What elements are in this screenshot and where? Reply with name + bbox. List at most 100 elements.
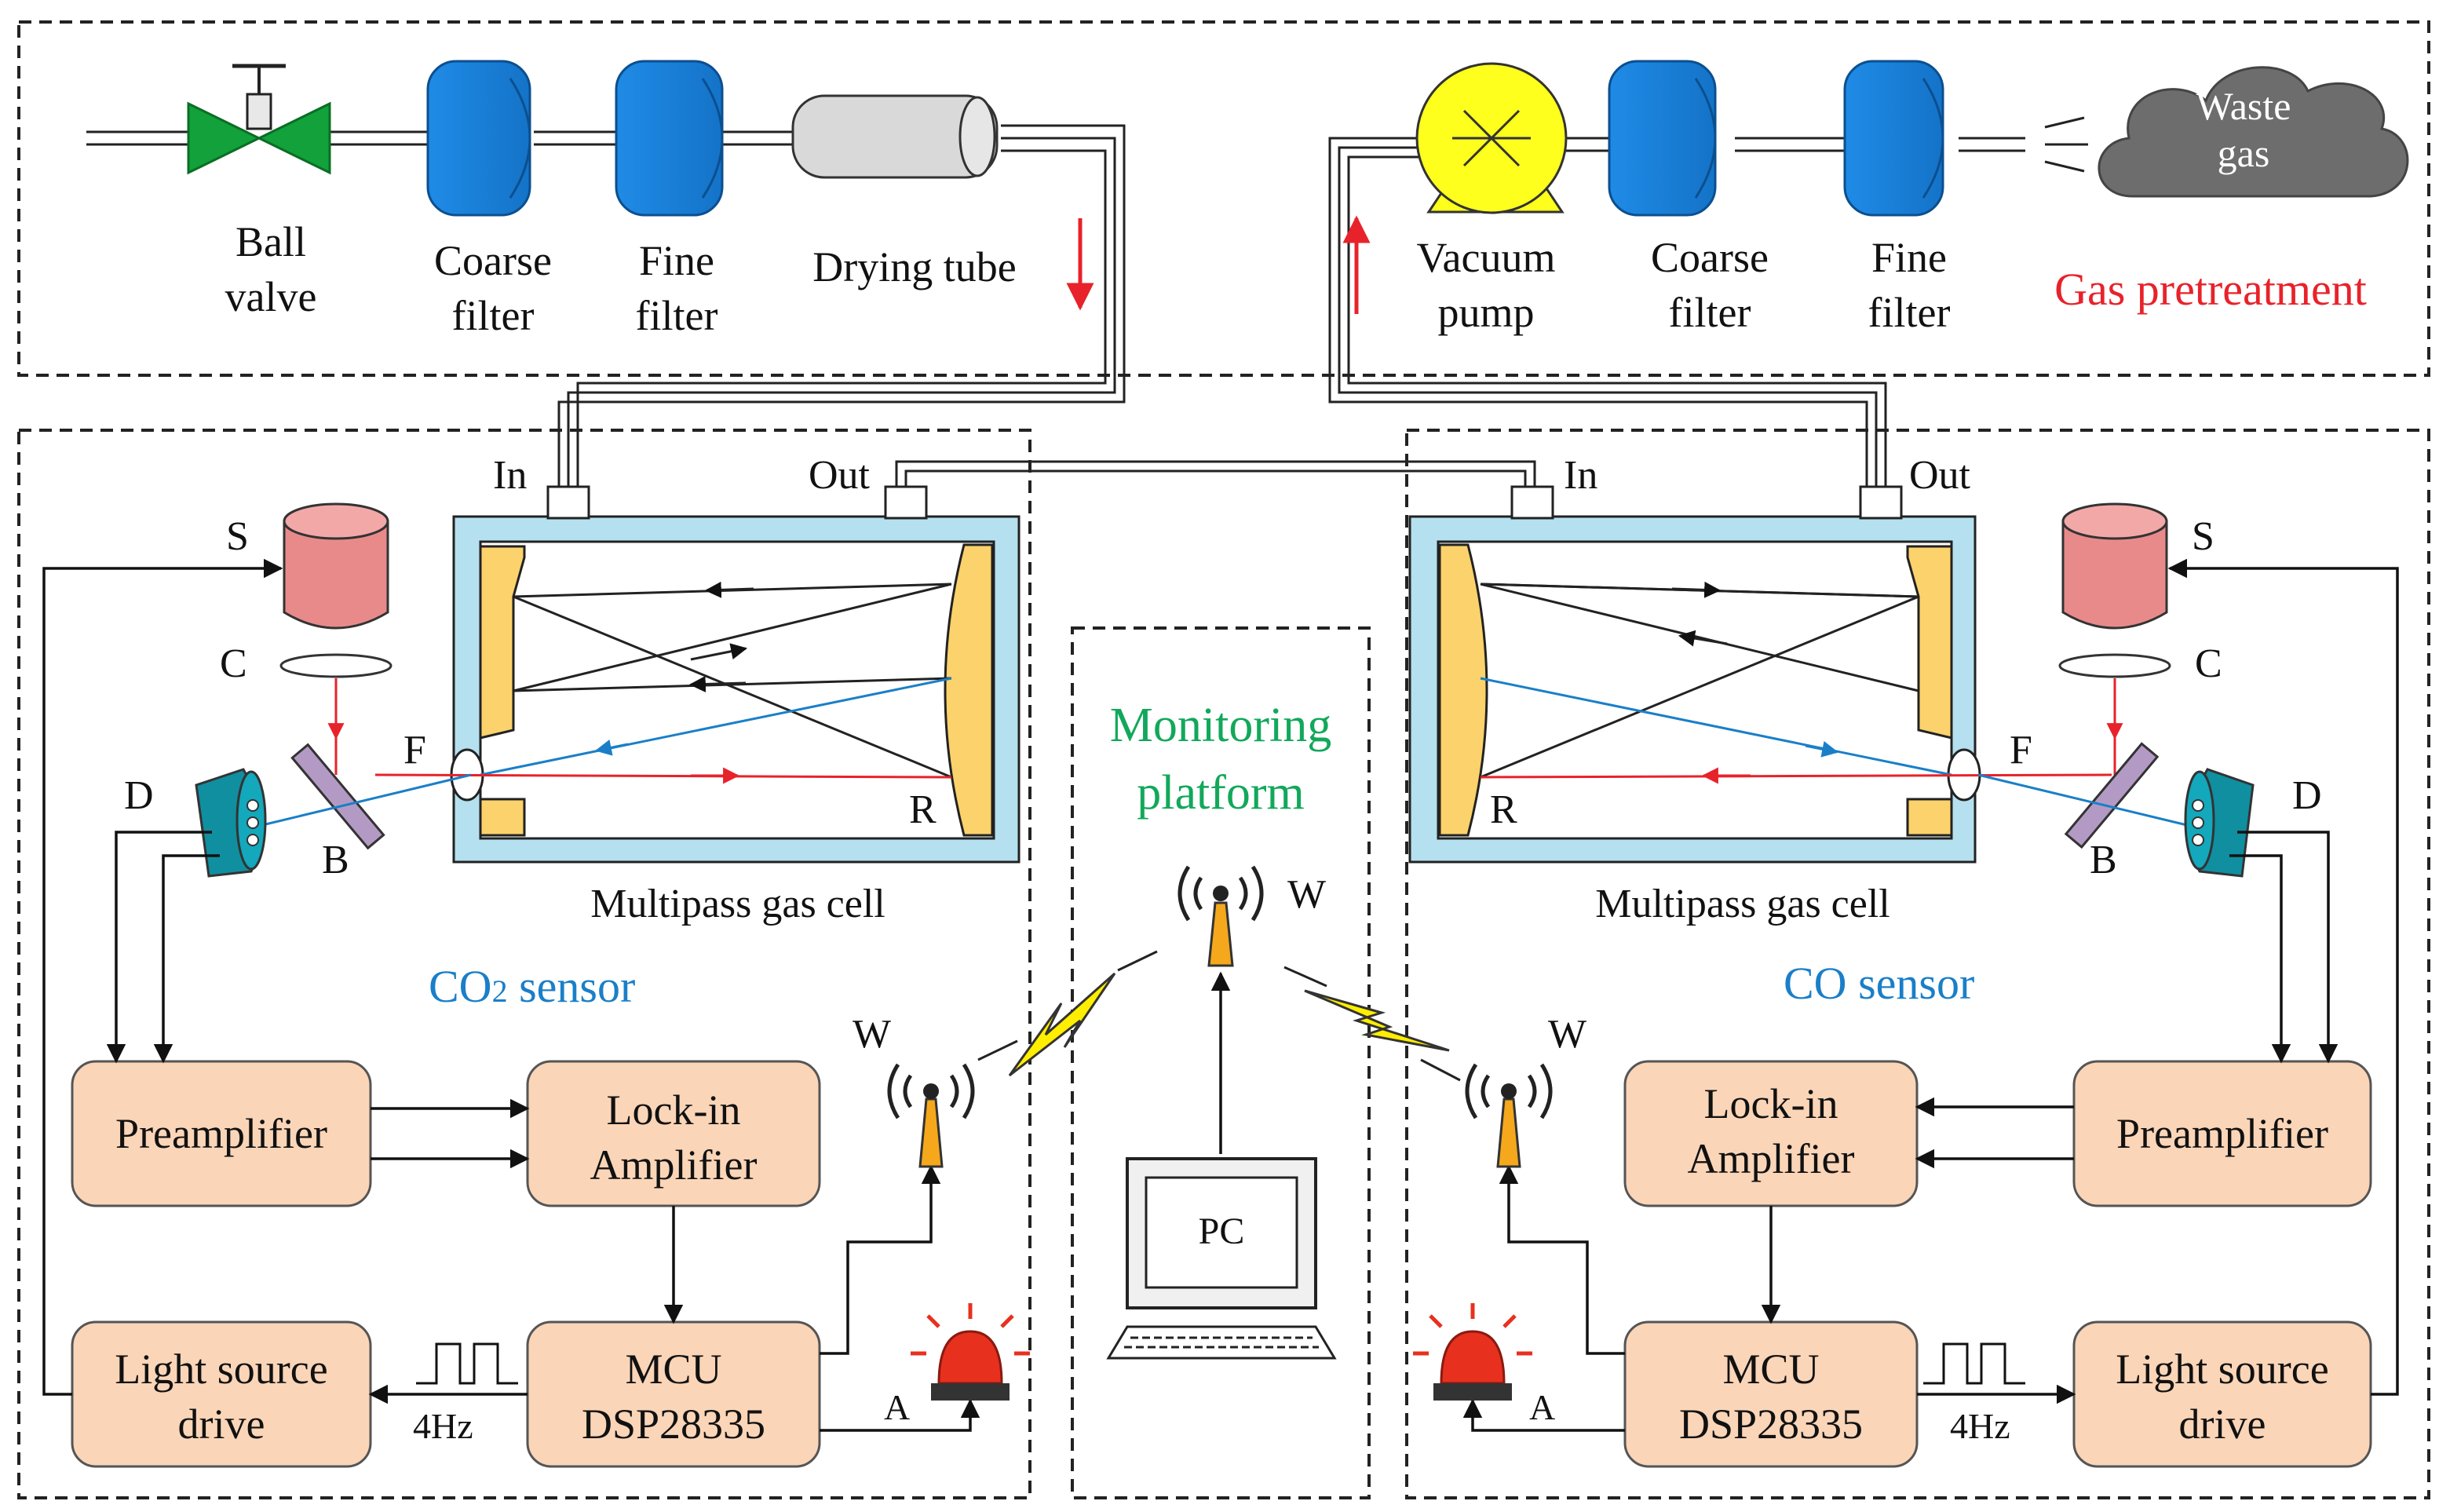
monitoring-wireless-label: W — [1287, 872, 1326, 917]
co-light-drive-block[interactable]: Light source drive — [2072, 1320, 2372, 1468]
co-preamplifier-block[interactable]: Preamplifier — [2072, 1060, 2372, 1207]
co-detector-icon[interactable] — [2184, 768, 2255, 878]
pc-label: PC — [1199, 1211, 1245, 1252]
co2-source-label: S — [226, 514, 249, 559]
vacuum-pump-label-2: pump — [1437, 289, 1534, 336]
co2-detector-icon[interactable] — [195, 768, 267, 878]
co-wireless-label: W — [1548, 1012, 1586, 1057]
co-wiring — [1462, 558, 2399, 1432]
co2-mcu-block[interactable]: MCU DSP28335 — [526, 1320, 821, 1468]
co-antenna-icon — [1465, 1063, 1553, 1168]
ball-valve-label-2: valve — [225, 273, 317, 320]
co-mcu-block[interactable]: MCU DSP28335 — [1623, 1320, 1919, 1468]
coarse-filter-icon[interactable] — [426, 60, 531, 217]
svg-text:Amplifier: Amplifier — [1688, 1135, 1855, 1182]
coarse-filter-label-1: Coarse — [434, 237, 552, 284]
co2-sensor-title: CO2 sensor — [429, 961, 635, 1012]
monitoring-frame — [1071, 626, 1371, 1499]
coarse-filter-2-label-1: Coarse — [1651, 234, 1769, 281]
svg-text:Amplifier: Amplifier — [590, 1141, 758, 1189]
co2-wiring — [42, 558, 980, 1432]
co2-lockin-block[interactable]: Lock-in Amplifier — [526, 1060, 821, 1207]
co2-wireless-label: W — [853, 1012, 891, 1057]
monitoring-title-1: Monitoring — [1110, 699, 1331, 752]
wireless-link-right — [1283, 966, 1461, 1082]
ball-valve-label-1: Ball — [236, 218, 306, 265]
co2-alarm-label: A — [884, 1387, 910, 1427]
ball-valve-icon[interactable] — [187, 64, 331, 175]
co2-freq-label: 4Hz — [413, 1406, 473, 1446]
co-port-out: Out — [1909, 453, 1971, 498]
co-cell-label: Multipass gas cell — [1595, 882, 1890, 926]
co-sensor-title: CO sensor — [1784, 958, 1974, 1009]
co-port-in: In — [1564, 453, 1597, 498]
svg-text:MCU: MCU — [625, 1346, 721, 1393]
co-source-icon[interactable] — [2061, 502, 2168, 630]
co2-antenna-icon — [887, 1063, 975, 1168]
co-detector-label: D — [2292, 773, 2322, 818]
co2-multipass-cell[interactable] — [374, 485, 1021, 864]
co-sensor-frame — [1405, 429, 2430, 1499]
vacuum-pump-icon[interactable] — [1415, 62, 1568, 214]
co-multipass-cell[interactable] — [1408, 485, 2112, 864]
co2-mirror-label: R — [909, 787, 937, 832]
gas-pipes — [86, 116, 2088, 487]
co2-source-icon[interactable] — [283, 502, 389, 630]
fine-filter-2-label-1: Fine — [1871, 234, 1947, 281]
co-collimator-lens — [2058, 653, 2171, 678]
gas-pretreatment-title: Gas pretreatment — [2054, 264, 2367, 315]
co2-sensor-frame — [17, 429, 1031, 1499]
co-freq-label: 4Hz — [1950, 1406, 2010, 1446]
co-collimator-label: C — [2195, 641, 2222, 686]
co-lockin-block[interactable]: Lock-in Amplifier — [1623, 1060, 1919, 1207]
co2-cell-label: Multipass gas cell — [590, 882, 885, 926]
svg-text:drive: drive — [178, 1401, 265, 1448]
fine-filter-label-1: Fine — [639, 237, 714, 284]
monitoring-antenna-icon — [1178, 865, 1264, 967]
waste-gas-cloud-icon — [2098, 66, 2409, 198]
coarse-filter-2-icon[interactable] — [1608, 60, 1717, 217]
svg-text:Preamplifier: Preamplifier — [115, 1110, 327, 1157]
co2-port-out: Out — [809, 453, 871, 498]
co2-collimator-lens — [279, 653, 393, 678]
coarse-filter-label-2: filter — [452, 292, 535, 339]
co2-beamsplitter — [290, 743, 385, 850]
svg-text:Light source: Light source — [2116, 1346, 2328, 1393]
svg-text:DSP28335: DSP28335 — [582, 1401, 765, 1448]
co2-alarm-icon — [911, 1303, 1030, 1401]
co-beamsplitter — [2064, 742, 2160, 849]
co2-detector-label: D — [124, 773, 154, 818]
fine-filter-2-icon[interactable] — [1843, 60, 1944, 217]
drying-tube-icon[interactable] — [791, 94, 999, 179]
co2-beamsplitter-label: B — [322, 838, 349, 882]
co-mirror-label: R — [1490, 787, 1517, 832]
co-source-label: S — [2192, 514, 2214, 559]
co-alarm-icon — [1413, 1303, 1532, 1401]
co2-port-in: In — [493, 453, 527, 498]
svg-text:Preamplifier: Preamplifier — [2116, 1110, 2328, 1157]
coarse-filter-2-label-2: filter — [1669, 289, 1751, 336]
co2-light-drive-block[interactable]: Light source drive — [71, 1320, 372, 1468]
co2-collimator-label: C — [220, 641, 247, 686]
co-alarm-label: A — [1529, 1387, 1555, 1427]
monitoring-title-2: platform — [1137, 766, 1305, 820]
svg-text:MCU: MCU — [1722, 1346, 1819, 1393]
svg-text:Lock-in: Lock-in — [1704, 1080, 1838, 1127]
co2-window-label: F — [403, 728, 426, 772]
wireless-link-left — [977, 950, 1158, 1077]
drying-tube-label: Drying tube — [812, 243, 1016, 290]
svg-text:Light source: Light source — [115, 1346, 327, 1393]
co-beamsplitter-label: B — [2090, 838, 2117, 882]
vacuum-pump-label-1: Vacuum — [1417, 234, 1556, 281]
co2-preamplifier-block[interactable]: Preamplifier — [71, 1060, 372, 1207]
fine-filter-2-label-2: filter — [1868, 289, 1951, 336]
waste-gas-label-2: gas — [2218, 131, 2270, 175]
fine-filter-icon[interactable] — [615, 60, 724, 217]
svg-text:Lock-in: Lock-in — [607, 1087, 741, 1134]
co-window-label: F — [2010, 728, 2032, 772]
waste-gas-label-1: Waste — [2196, 84, 2291, 128]
svg-text:DSP28335: DSP28335 — [1679, 1401, 1863, 1448]
pc-icon[interactable]: PC — [1106, 1157, 1337, 1360]
gas-pretreatment-frame — [17, 20, 2430, 377]
